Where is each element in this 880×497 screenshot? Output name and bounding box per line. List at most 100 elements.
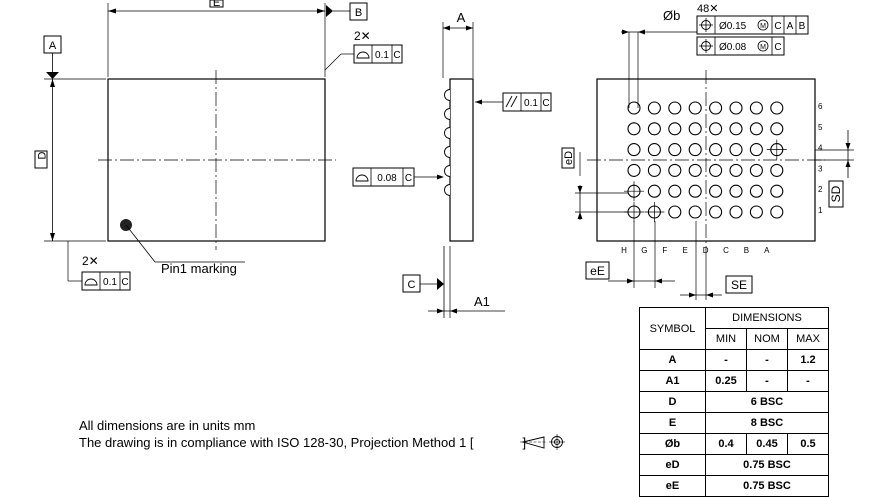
row-label: 1 (818, 206, 823, 215)
solder-ball (647, 101, 661, 115)
solder-ball (688, 205, 702, 219)
profile-datum: C (405, 173, 412, 184)
top-view: E B 2✕ 0.1 C A D 2✕ (34, 0, 403, 291)
solder-ball (770, 122, 784, 136)
table-cell: 6 BSC (705, 391, 829, 413)
column-label: A (764, 246, 770, 255)
side-ball (444, 184, 451, 196)
solder-ball (688, 122, 702, 136)
bottom-flatness-datum: C (121, 277, 128, 288)
solder-ball (688, 143, 702, 157)
table-cell: 1.2 (787, 349, 829, 371)
position-tol-1-datum-c: B (799, 21, 806, 32)
datum-c-box (402, 274, 421, 293)
min-header: MIN (705, 328, 747, 350)
table-cell: - (746, 370, 788, 392)
solder-ball (668, 205, 682, 219)
column-label: G (641, 246, 647, 255)
a1-label: A1 (474, 294, 490, 309)
sd-label-box (828, 180, 844, 208)
table-cell: - (787, 370, 829, 392)
projection-method-icon (520, 434, 565, 450)
solder-ball (688, 163, 702, 177)
note-standard-text: The drawing is in compliance with ISO 12… (79, 435, 474, 450)
package-side-body (449, 78, 474, 242)
solder-ball (749, 122, 763, 136)
solder-ball (749, 184, 763, 198)
ee-label: eE (590, 264, 605, 278)
pin1-label: Pin1 marking (161, 261, 237, 276)
d-label-box (34, 150, 48, 169)
position-tol-1: Ø0.15 (719, 21, 747, 32)
datum-c-label: C (408, 279, 416, 291)
profile-surface-icon (356, 51, 370, 59)
solder-ball (668, 122, 682, 136)
svg-text:M: M (760, 44, 766, 51)
column-label: B (744, 246, 749, 255)
bottom-flatness-value: 0.1 (103, 277, 117, 288)
table-cell: E (639, 412, 706, 434)
e-arrow-right (317, 8, 325, 14)
side-ball (444, 165, 451, 177)
solder-ball (709, 101, 723, 115)
position-tol-1-datum-b: A (787, 21, 794, 32)
profile-surface-icon-3 (355, 174, 369, 182)
table-cell: 0.4 (705, 433, 747, 455)
table-cell: eD (639, 454, 706, 476)
ed-label: eD (563, 151, 575, 165)
row-label: 6 (818, 102, 823, 111)
note-standard: The drawing is in compliance with ISO 12… (79, 435, 526, 450)
solder-ball (688, 101, 702, 115)
column-label: H (621, 246, 627, 255)
parallelism-frame (502, 92, 552, 112)
datum-b-triangle (326, 5, 333, 17)
se-label-box (725, 275, 753, 294)
solder-ball (749, 205, 763, 219)
ball-count: 48✕ (697, 3, 718, 15)
solder-ball (749, 163, 763, 177)
solder-ball (647, 184, 661, 198)
mmc-icon-1 (757, 19, 769, 31)
solder-ball (709, 122, 723, 136)
solder-ball (647, 163, 661, 177)
solder-ball (749, 143, 763, 157)
solder-ball (729, 163, 743, 177)
table-cell: - (705, 349, 747, 371)
flatness-count: 2✕ (354, 29, 371, 43)
row-label: 5 (818, 123, 823, 132)
sd-label: SD (829, 185, 843, 202)
table-cell: 0.75 BSC (705, 475, 829, 497)
solder-ball (709, 184, 723, 198)
table-cell: 0.45 (746, 433, 788, 455)
parallelism-datum: C (542, 98, 549, 109)
ball-dia-label: Øb (663, 8, 680, 23)
datum-b-box (349, 2, 368, 21)
solder-ball (688, 184, 702, 198)
ed-label-box (561, 147, 575, 169)
position-icon-2 (699, 39, 713, 53)
datum-b-label: B (355, 7, 362, 19)
solder-ball (770, 205, 784, 219)
table-cell: 0.5 (787, 433, 829, 455)
dimensions-header: DIMENSIONS (705, 307, 829, 329)
parallel-icon-a (505, 95, 513, 108)
profile-surface-icon-2 (84, 278, 98, 286)
solder-ball (770, 184, 784, 198)
side-balls (444, 89, 451, 196)
solder-ball (668, 143, 682, 157)
table-cell: 8 BSC (705, 412, 829, 434)
solder-ball (668, 184, 682, 198)
solder-ball (668, 101, 682, 115)
datum-a-triangle (46, 72, 59, 79)
position-icon (699, 18, 713, 32)
column-label: E (683, 246, 688, 255)
solder-ball (668, 163, 682, 177)
table-cell: A (639, 349, 706, 371)
